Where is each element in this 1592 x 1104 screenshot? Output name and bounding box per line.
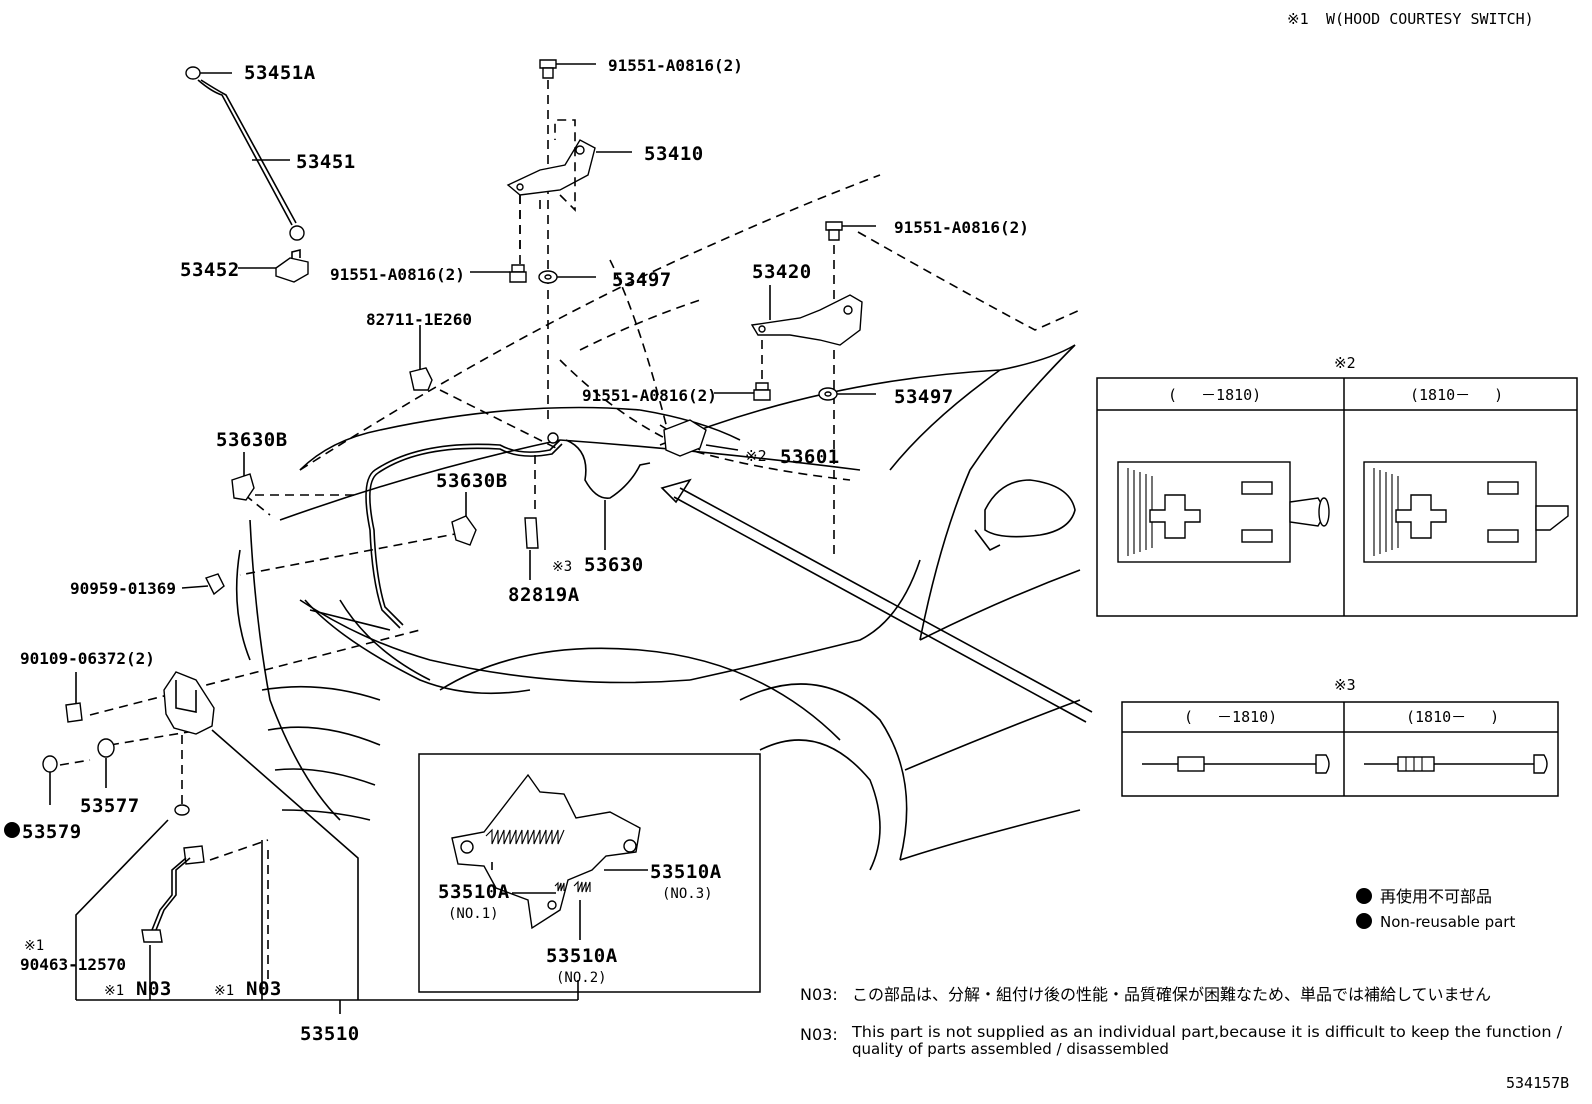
part-bolt-left [470,264,527,283]
label-90959: 90959-01369 [70,579,176,598]
note-jp-code: N03: [800,985,838,1004]
part-bolt-top [539,59,596,79]
label-53420: 53420 [752,261,812,283]
label-53452: 53452 [180,259,240,281]
detail-3-cable-new [1364,754,1548,774]
detail-2-connector-old [1117,461,1330,563]
label-53510A-3: 53510A [650,861,722,883]
detail-3-col2: (1810－ ) [1406,708,1499,726]
part-53630-release-cable [365,432,651,629]
label-53497-mid: 53497 [894,386,954,408]
detail-2-mark: ※2 [1334,354,1356,372]
label-53510A-2: 53510A [546,945,618,967]
label-91551-top: 91551-A0816(2) [608,56,743,75]
hood-lock-detail-box [418,753,761,993]
label-53497-top: 53497 [612,269,672,291]
label-53510A-1-sub: (NO.1) [448,906,499,922]
label-n03-b: N03 [246,978,282,1000]
detail-3-col1: ( －1810) [1184,708,1277,726]
label-90109: 90109-06372(2) [20,649,155,668]
label-53601: 53601 [780,446,840,468]
label-53510: 53510 [300,1023,360,1045]
label-53630: 53630 [584,554,644,576]
part-82711-clamp [409,325,433,391]
label-53510A-3-sub: (NO.3) [662,886,713,902]
note-en-text-1: This part is not supplied as an individu… [851,1023,1563,1041]
detail-2-col2: (1810－ ) [1410,386,1503,404]
part-53497-washer-top [538,270,596,284]
label-90463: 90463-12570 [20,955,126,974]
label-53451: 53451 [296,151,356,173]
label-n03-b-mark: ※1 [214,983,234,999]
part-53510-hood-lock [163,671,359,1000]
label-53510A-1: 53510A [438,881,510,903]
header-title: W(HOOD COURTESY SWITCH) [1326,10,1534,28]
assembly-lines [59,80,835,985]
part-53577 [97,738,115,788]
label-mark-1: ※1 [24,938,44,954]
part-courtesy-switch-wire [75,804,263,1000]
part-53410-hinge [506,119,632,255]
diagram-number: 534157B [1506,1074,1569,1092]
label-53577: 53577 [80,795,140,817]
detail-2-col1: ( －1810) [1168,386,1261,404]
legend-jp: 再使用不可部品 [1380,887,1492,906]
detail-arrow [660,478,1093,723]
label-82711: 82711-1E260 [366,310,472,329]
label-mark-3: ※3 [552,559,572,575]
legend-dot-jp [1356,888,1372,904]
label-53630B-1: 53630B [216,429,288,451]
header-mark: ※1 [1287,10,1309,28]
label-n03-a: N03 [136,978,172,1000]
note-en-text-2: quality of parts assembled / disassemble… [852,1040,1169,1058]
part-53630B-clip-1 [231,452,255,501]
label-n03-a-mark: ※1 [104,983,124,999]
label-91551-left: 91551-A0816(2) [330,265,465,284]
label-53630B-2: 53630B [436,470,508,492]
part-53630B-clip-2 [451,492,477,546]
label-91551-right: 91551-A0816(2) [894,218,1029,237]
part-53420-hinge [750,285,863,346]
notes: N03: この部品は、分解・組付け後の性能・品質確保が困難なため、単品では補給し… [800,985,1563,1058]
part-53601-switch [663,419,739,457]
label-82819A: 82819A [508,584,580,606]
part-bolt-right [825,221,876,241]
label-53579: 53579 [22,821,82,843]
legend-en: Non-reusable part [1380,913,1515,931]
note-jp-text: この部品は、分解・組付け後の性能・品質確保が困難なため、単品では補給していません [852,985,1491,1004]
note-en-code: N03: [800,1025,838,1044]
label-mark-2: ※2 [745,447,767,465]
part-bolt-mid [714,382,771,401]
car-body-outline [235,174,1081,871]
detail-3-cable-old [1142,754,1330,774]
detail-2-table: ※2 ( －1810) (1810－ ) [1096,354,1578,617]
legend: 再使用不可部品 Non-reusable part [1356,887,1515,931]
detail-2-connector-new [1363,461,1569,563]
legend-dot-en [1356,913,1372,929]
label-53510A-2-sub: (NO.2) [556,970,607,986]
part-53451A-clip [185,66,232,80]
part-53452-holder [238,248,309,283]
part-82819A-grommet [524,517,539,580]
part-90109-bolt [65,672,83,723]
part-labels: 53451A 53451 53452 91551-A0816(2) 53410 … [4,56,1029,1045]
label-53410: 53410 [644,143,704,165]
part-53579 [42,755,58,805]
part-53451-support-rod [197,79,305,241]
label-53451A: 53451A [244,62,316,84]
part-53497-washer-mid [818,387,876,401]
detail-3-table: ※3 ( －1810) (1810－ ) [1121,676,1559,797]
part-90959-clip [181,573,225,596]
detail-3-mark: ※3 [1334,676,1356,694]
non-reusable-dot-53579 [4,822,20,838]
part-53510-bracket [76,980,579,1014]
label-91551-mid: 91551-A0816(2) [582,386,717,405]
